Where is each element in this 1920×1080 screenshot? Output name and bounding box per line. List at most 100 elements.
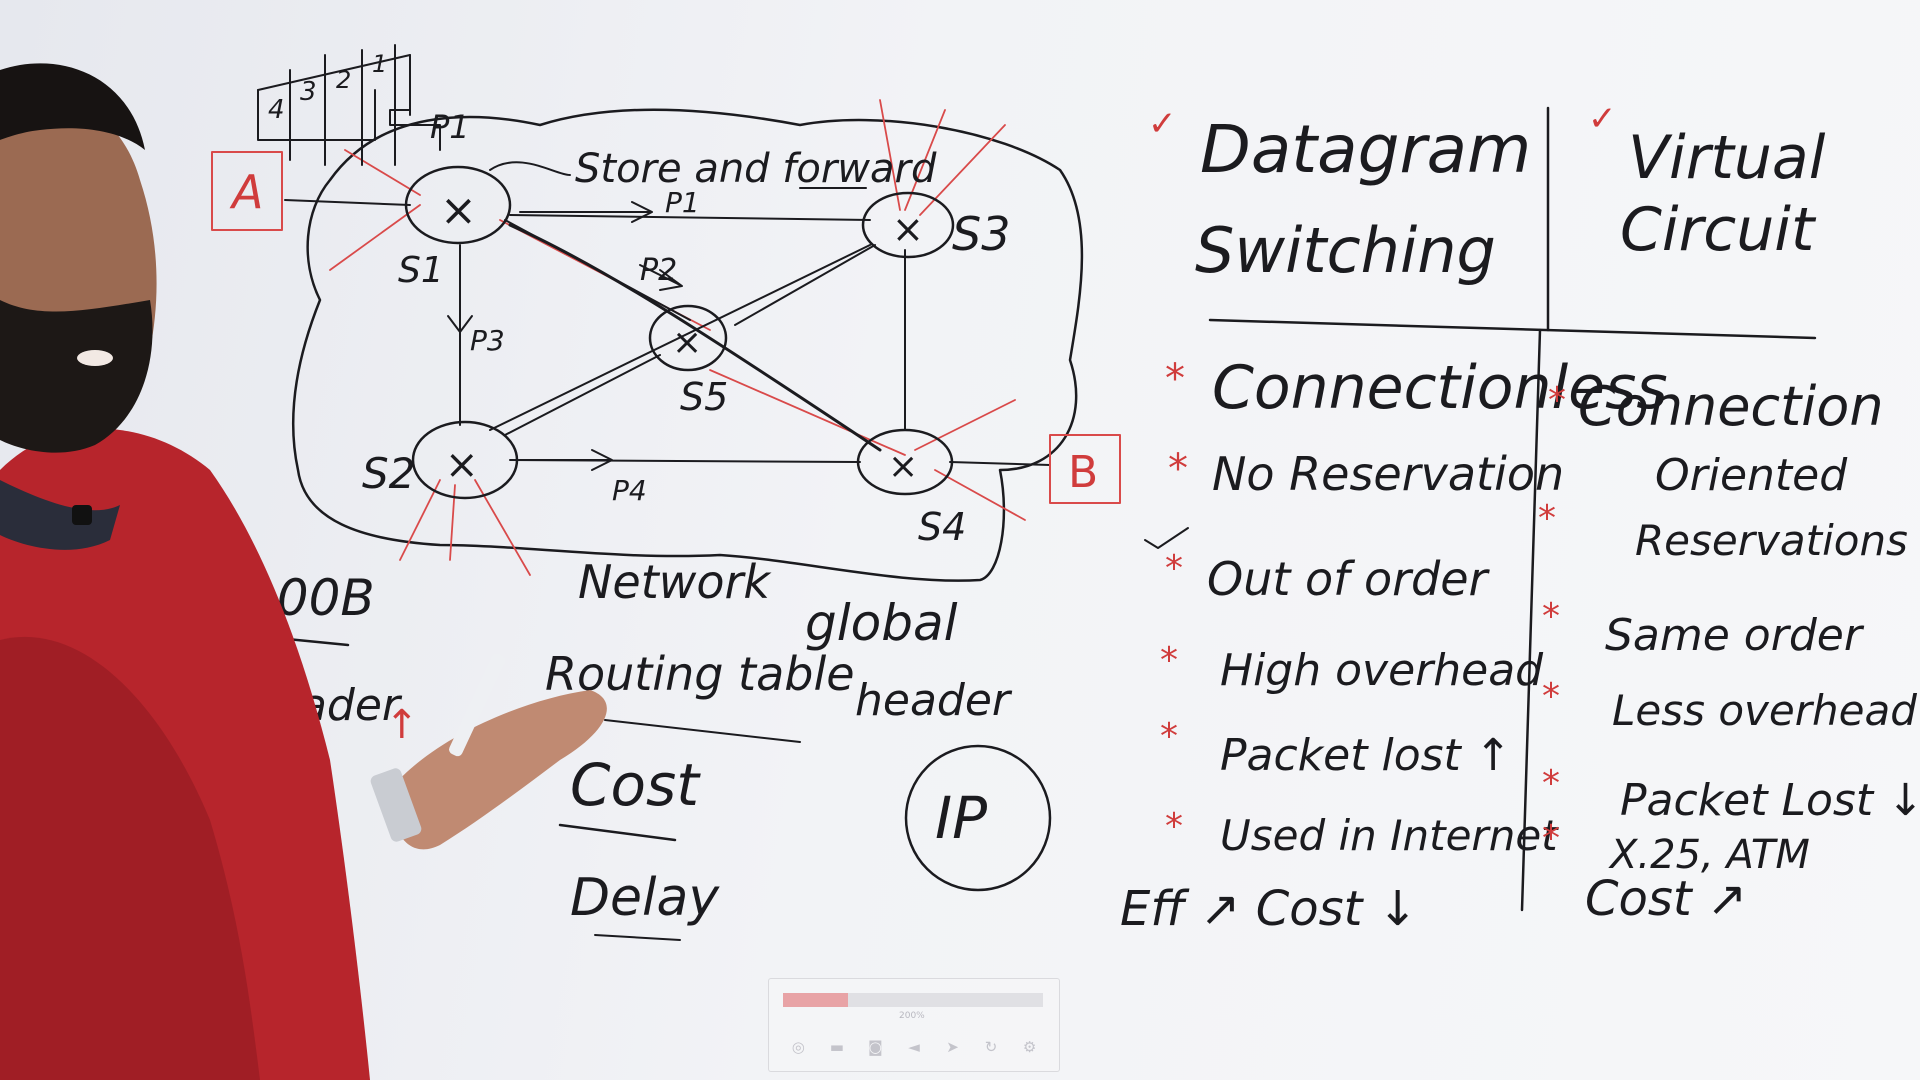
packet-arrows	[447, 201, 683, 471]
network-links	[284, 199, 1051, 466]
svg-text:*: *	[1160, 640, 1178, 681]
player-controls: ◎ ▬ ◙ ◄ ➤ ↻ ⚙	[779, 1035, 1049, 1059]
presenter	[0, 63, 607, 1080]
label-p3: P3	[470, 324, 505, 357]
svg-text:×: ×	[445, 442, 479, 488]
svg-text:B: B	[1068, 447, 1098, 498]
switch-s3: ×	[861, 191, 955, 259]
comparison-table: ✓ Datagram Switching ✓ Virtual Circuit *…	[1120, 99, 1920, 937]
right-footer: Cost ↗	[1585, 871, 1747, 927]
note-delay: Delay	[570, 868, 720, 928]
note-header-arrow: ↑	[385, 702, 419, 748]
switch-s4: ×	[856, 428, 954, 496]
switch-s5: ×	[648, 304, 728, 372]
refresh-icon[interactable]: ↻	[984, 1038, 998, 1056]
presenter-beard	[0, 300, 153, 453]
svg-text:*: *	[1542, 818, 1560, 859]
packet-number-3: 3	[300, 77, 317, 107]
right-item-less-overhead: Less overhead	[1612, 686, 1917, 735]
label-p4: P4	[612, 474, 647, 507]
svg-text:×: ×	[672, 322, 702, 363]
right-item-x25-atm: X.25, ATM	[1608, 832, 1810, 878]
lower-notes: 100B header ↑ Network Routing table Cost…	[224, 555, 1052, 941]
title-left-line2: Switching	[1195, 214, 1496, 287]
note-ip: IP	[935, 784, 987, 852]
playback-progress-bar[interactable]	[783, 993, 1043, 1007]
zoom-level-label: 200%	[899, 1011, 925, 1021]
presenter-hand	[390, 690, 607, 850]
note-store-and-forward: Store and forward	[575, 146, 937, 192]
left-item-used-in-internet: Used in Internet	[1220, 811, 1559, 860]
svg-text:*: *	[1542, 763, 1560, 804]
packet-queue	[257, 44, 441, 166]
svg-text:*: *	[1165, 548, 1183, 589]
left-item-no-reservation: No Reservation	[1212, 447, 1564, 501]
right-item-oriented: Oriented	[1655, 450, 1848, 501]
camera-icon[interactable]: ◙	[868, 1038, 883, 1056]
presenter-collar	[0, 480, 120, 550]
title-right-line1: Virtual	[1628, 123, 1826, 193]
left-item-packet-lost: Packet lost ↑	[1220, 730, 1512, 781]
right-item-packet-lost: Packet Lost ↓	[1620, 775, 1920, 826]
packet-number-4: 4	[268, 95, 285, 125]
left-footer: Eff ↗ Cost ↓	[1120, 881, 1418, 937]
tick-right: ✓	[1588, 99, 1617, 139]
note-global-header: header	[855, 675, 1013, 726]
ip-circle	[904, 744, 1052, 892]
label-p2: P2	[640, 253, 677, 288]
tick-left: ✓	[1148, 104, 1177, 144]
clapper-icon[interactable]: ▬	[829, 1038, 844, 1056]
title-left-line1: Datagram	[1200, 111, 1531, 188]
right-item-same-order: Same order	[1605, 610, 1865, 661]
svg-text:×: ×	[892, 207, 924, 251]
note-routing-table: Routing table	[545, 647, 855, 701]
left-item-high-overhead: High overhead	[1220, 645, 1544, 696]
label-p1: P1	[665, 186, 700, 219]
progress-fill	[783, 993, 848, 1007]
left-item-connectionless: Connectionless	[1212, 353, 1668, 423]
lapel-mic	[72, 505, 92, 525]
wristwatch	[370, 768, 422, 842]
switch-s2: ×	[411, 420, 519, 500]
presenter-hair	[0, 63, 145, 151]
note-global: global	[805, 594, 958, 652]
label-s2: S2	[362, 449, 415, 498]
network-diagram: 4 3 2 1 × × × × × A	[211, 44, 1121, 582]
label-s1: S1	[398, 250, 444, 291]
host-a: A	[211, 151, 283, 231]
svg-text:*: *	[1165, 806, 1183, 847]
switch-s1: ×	[404, 165, 512, 245]
video-player-overlay: 200% ◎ ▬ ◙ ◄ ➤ ↻ ⚙	[768, 978, 1060, 1072]
right-item-connection: Connection	[1578, 375, 1884, 438]
pin-icon[interactable]: ◎	[791, 1038, 805, 1056]
svg-text:*: *	[1168, 446, 1188, 492]
svg-text:*: *	[1548, 380, 1566, 421]
note-cost: Cost	[570, 751, 701, 819]
network-cloud	[291, 108, 1084, 582]
svg-text:×: ×	[888, 446, 918, 487]
packet-number-2: 2	[336, 66, 351, 94]
svg-text:*: *	[1538, 498, 1556, 539]
right-column: * Connection Oriented * Reservations * S…	[1538, 375, 1920, 927]
svg-text:×: ×	[440, 185, 477, 236]
host-b: B	[1049, 434, 1121, 504]
label-s5: S5	[680, 375, 728, 419]
note-network: Network	[578, 555, 772, 609]
volume-icon[interactable]: ◄	[908, 1038, 920, 1056]
marker-pen	[449, 653, 505, 757]
left-column: * Connectionless * No Reservation * Out …	[1120, 353, 1668, 937]
svg-text:A: A	[229, 165, 263, 219]
svg-text:*: *	[1542, 596, 1560, 637]
pointer-icon[interactable]: ➤	[946, 1038, 959, 1056]
label-s4: S4	[918, 505, 966, 549]
svg-text:*: *	[1165, 356, 1185, 402]
left-item-out-of-order: Out of order	[1207, 552, 1491, 606]
svg-text:*: *	[1542, 676, 1560, 717]
title-right-line2: Circuit	[1620, 195, 1817, 265]
right-item-reservations: Reservations	[1635, 516, 1908, 565]
packet-number-1: 1	[372, 50, 387, 78]
settings-icon[interactable]: ⚙	[1022, 1038, 1037, 1056]
label-p-top: P1	[430, 108, 470, 146]
